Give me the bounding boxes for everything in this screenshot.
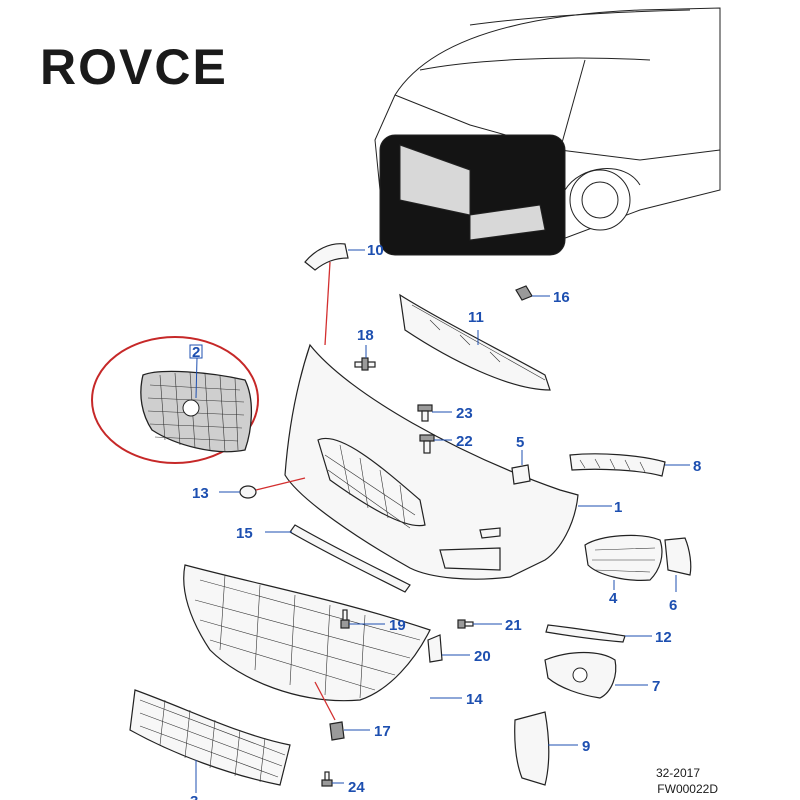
part-2-radiator-grille [91,336,259,464]
callout-17: 17 [374,723,391,740]
callout-3: 3 [190,793,198,800]
callout-2: 2 [192,344,200,361]
part-14-undertray [183,564,431,702]
callout-19: 19 [389,617,406,634]
part-19-screw [340,609,350,629]
callout-20: 20 [474,648,491,665]
part-3-lower-grille [129,689,291,786]
part-6-side-marker [664,537,692,576]
callout-9: 9 [582,738,590,755]
callout-13: 13 [192,485,209,502]
callout-2-box [189,344,203,359]
diagram-date-code: 32-2017 [656,766,700,780]
part-16-clip [515,285,533,301]
part-12-trim-strip [545,624,626,643]
brand-logo: ROVCE [40,39,228,95]
part-17-clip [329,721,345,741]
part-1-front-bumper [284,343,579,580]
callout-12: 12 [655,629,672,646]
highlight-ring [91,336,259,464]
callout-22: 22 [456,433,473,450]
part-10-upper-bracket [304,243,349,271]
callout-8: 8 [693,458,701,475]
callout-16: 16 [553,289,570,306]
part-5-tow-eye-cover [511,464,531,485]
callout-1: 1 [614,499,622,516]
callout-24: 24 [348,779,365,796]
callout-15: 15 [236,525,253,542]
part-9-lower-bracket [514,711,550,786]
part-23-push-clip [417,404,433,422]
part-15-lip-spoiler [289,524,411,593]
car-overview-illustration [374,7,721,256]
callout-23: 23 [456,405,473,422]
callout-10: 10 [367,242,384,259]
callout-4: 4 [609,590,618,607]
part-8-side-bracket [569,453,666,477]
callout-21: 21 [505,617,522,634]
callout-11: 11 [468,309,484,326]
callout-6: 6 [669,597,677,614]
part-21-screw [457,619,474,629]
part-18-bolt [354,357,376,371]
part-20-small-bracket [427,634,443,663]
diagram-drawing-code: FW00022D [657,782,718,796]
part-22-push-clip [419,434,435,454]
callout-7: 7 [652,678,660,695]
callout-14: 14 [466,691,483,708]
part-24-screw [321,771,333,787]
callout-5: 5 [516,434,524,451]
part-7-bracket [544,651,617,699]
part-13-plug [239,485,257,499]
part-4-side-vent [584,534,663,581]
callout-18: 18 [357,327,374,344]
